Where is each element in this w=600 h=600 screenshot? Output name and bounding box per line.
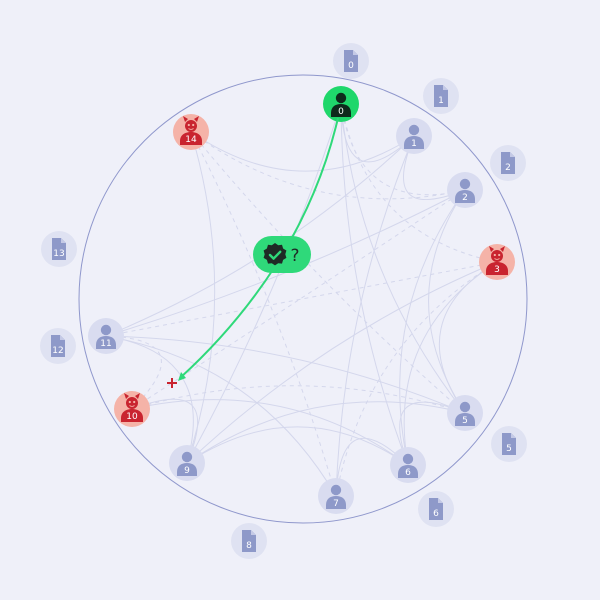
edge-14-5 [190, 131, 466, 414]
node-self[interactable]: 0 [323, 86, 359, 122]
edge-1-11 [105, 135, 415, 337]
user-icon [404, 124, 424, 149]
node-label: 11 [100, 339, 111, 349]
node-peer[interactable]: 5 [447, 395, 483, 431]
document-label: 1 [438, 96, 444, 106]
edge-9-6 [186, 426, 409, 466]
document-label: 12 [52, 346, 63, 356]
document-icon [52, 238, 66, 260]
document-icon [501, 152, 515, 174]
node-label: 2 [462, 193, 468, 203]
user-icon [455, 401, 475, 426]
node-label: 10 [126, 412, 138, 422]
edge-11-7 [105, 335, 337, 497]
node-label: 3 [494, 265, 500, 275]
node-malicious[interactable]: 3 [479, 244, 515, 280]
edge-2-10 [131, 189, 466, 410]
user-icon [96, 324, 116, 349]
node-peer[interactable]: 1 [396, 118, 432, 154]
node-label: 5 [462, 416, 468, 426]
edge-14-1 [190, 131, 415, 172]
edge-0-3 [340, 103, 498, 263]
devil-icon [121, 393, 143, 422]
edge-9-5 [186, 401, 466, 464]
document-node[interactable]: 8 [231, 523, 267, 559]
edge-10-6 [131, 399, 409, 466]
edge-1-2 [403, 135, 466, 200]
node-label: 9 [184, 466, 190, 476]
edge-3-7 [335, 261, 498, 497]
document-icon [434, 85, 448, 107]
node-label: 0 [338, 107, 344, 117]
verified-check-icon [263, 243, 287, 266]
user-icon [326, 484, 346, 509]
document-node[interactable]: 6 [418, 491, 454, 527]
network-ring [78, 74, 528, 524]
document-node[interactable]: 0 [333, 43, 369, 79]
devil-icon [180, 116, 202, 145]
user-icon [455, 178, 475, 203]
document-node[interactable]: 5 [491, 426, 527, 462]
node-malicious[interactable]: 14 [173, 114, 209, 150]
edge-3-6 [403, 261, 498, 466]
devil-icon [486, 246, 508, 275]
edge-0-2 [340, 103, 466, 196]
document-node[interactable]: 13 [41, 231, 77, 267]
node-label: 1 [411, 139, 417, 149]
node-label: 7 [333, 499, 339, 509]
edge-11-10 [105, 335, 162, 410]
edge-0-5 [340, 103, 466, 414]
node-layer: 0 1 2 3 5 6 7 9 10 11 14 [88, 86, 515, 514]
edge-2-6 [399, 189, 466, 466]
node-label: 6 [405, 468, 411, 478]
document-icon [344, 50, 358, 72]
edge-3-11 [105, 261, 498, 337]
edge-3-9 [186, 261, 498, 464]
document-label: 0 [348, 61, 354, 71]
edge-1-7 [335, 135, 415, 497]
route-status-label: ? [290, 246, 299, 266]
edge-10-5 [131, 385, 466, 414]
document-node[interactable]: 1 [423, 78, 459, 114]
user-icon [177, 451, 197, 476]
node-malicious[interactable]: 10 [114, 391, 150, 427]
edge-14-2 [190, 131, 466, 200]
node-label: 14 [185, 135, 197, 145]
node-peer[interactable]: 2 [447, 172, 483, 208]
edge-14-7 [190, 131, 337, 497]
user-icon [331, 92, 351, 117]
document-label: 2 [505, 163, 511, 173]
edge-3-5 [438, 261, 498, 414]
edge-layer [105, 103, 498, 497]
edge-7-6 [335, 437, 409, 497]
route-arrowhead [178, 372, 186, 381]
document-label: 8 [246, 541, 252, 551]
document-label: 6 [433, 509, 439, 519]
node-peer[interactable]: 7 [318, 478, 354, 514]
edge-11-5 [105, 335, 466, 414]
route-badge[interactable]: ? [253, 236, 311, 273]
edge-0-6 [340, 103, 409, 466]
document-icon [502, 433, 516, 455]
edge-14-9 [186, 131, 216, 464]
edge-6-5 [399, 401, 466, 466]
target-marker[interactable] [167, 378, 177, 388]
document-icon [429, 498, 443, 520]
document-node[interactable]: 12 [40, 328, 76, 364]
document-icon [242, 530, 256, 552]
document-node[interactable]: 2 [490, 145, 526, 181]
document-label: 5 [506, 444, 512, 454]
user-icon [398, 453, 418, 478]
edge-10-9 [131, 398, 199, 464]
document-label: 13 [53, 249, 64, 259]
document-icon [51, 335, 65, 357]
node-peer[interactable]: 9 [169, 445, 205, 481]
route-layer: ? [167, 117, 339, 388]
edge-0-9 [186, 103, 342, 464]
node-peer[interactable]: 11 [88, 318, 124, 354]
node-peer[interactable]: 6 [390, 447, 426, 483]
